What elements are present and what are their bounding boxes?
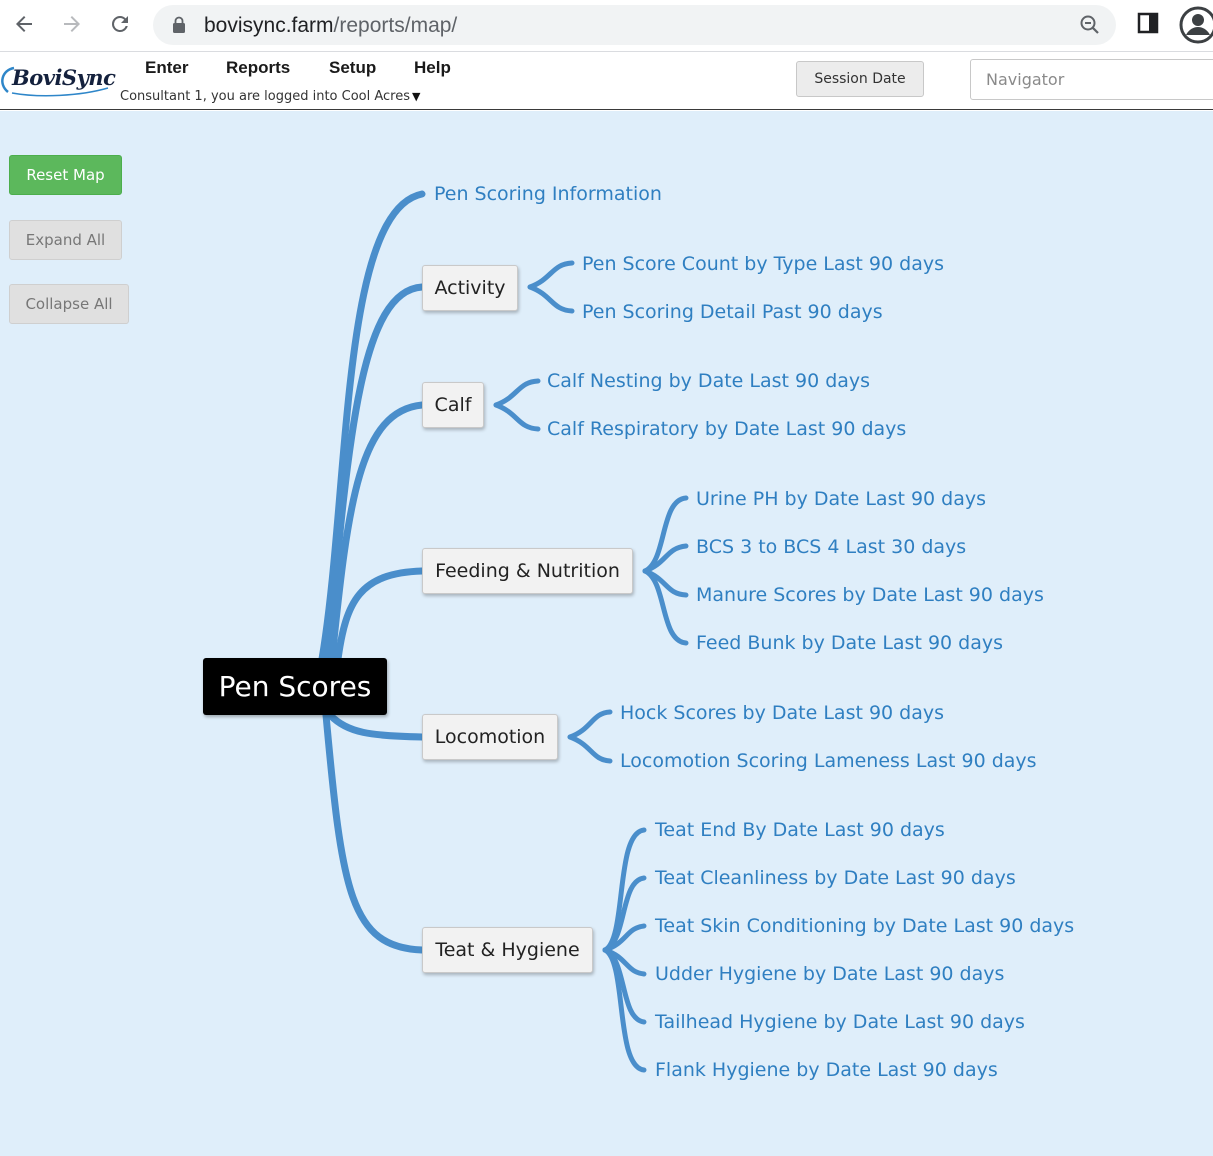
link-locomotion-scoring-lameness[interactable]: Locomotion Scoring Lameness Last 90 days bbox=[620, 750, 1037, 772]
lock-icon bbox=[173, 16, 185, 33]
reset-map-button[interactable]: Reset Map bbox=[9, 155, 122, 195]
url-host: bovisync.farm bbox=[204, 14, 334, 37]
link-calf-respiratory[interactable]: Calf Respiratory by Date Last 90 days bbox=[547, 418, 907, 440]
url-text: bovisync.farm/reports/map/ bbox=[204, 14, 457, 38]
expand-all-button[interactable]: Expand All bbox=[9, 220, 122, 260]
branch-activity bbox=[324, 283, 426, 663]
session-date-button[interactable]: Session Date bbox=[796, 61, 924, 97]
logo-swoosh-icon bbox=[1, 66, 109, 97]
browser-toolbar: bovisync.farm/reports/map/ bbox=[0, 0, 1213, 52]
menu-reports[interactable]: Reports bbox=[226, 58, 291, 77]
farm-name: Cool Acres bbox=[341, 89, 411, 104]
caret-down-icon: ▼ bbox=[412, 90, 421, 103]
branch-calf bbox=[328, 401, 426, 663]
brace-feeding-2 bbox=[642, 543, 689, 574]
brace-feeding-4 bbox=[642, 568, 689, 646]
root-node-pen-scores[interactable]: Pen Scores bbox=[203, 658, 387, 715]
link-bcs-3-to-4[interactable]: BCS 3 to BCS 4 Last 30 days bbox=[696, 536, 967, 558]
branch-feeding-nutrition bbox=[334, 567, 426, 663]
brace-teat-6 bbox=[602, 947, 647, 1073]
category-teat-hygiene[interactable]: Teat & Hygiene bbox=[422, 927, 593, 973]
link-hock-scores[interactable]: Hock Scores by Date Last 90 days bbox=[620, 702, 945, 724]
navigator-input[interactable] bbox=[970, 59, 1213, 100]
link-teat-skin-conditioning[interactable]: Teat Skin Conditioning by Date Last 90 d… bbox=[655, 915, 1075, 937]
category-locomotion[interactable]: Locomotion bbox=[422, 714, 558, 760]
login-status: Consultant 1, you are logged into Cool A… bbox=[120, 89, 420, 104]
reload-icon bbox=[112, 15, 128, 32]
brace-teat-1 bbox=[602, 827, 647, 953]
menu-help[interactable]: Help bbox=[414, 58, 451, 77]
link-flank-hygiene[interactable]: Flank Hygiene by Date Last 90 days bbox=[655, 1059, 998, 1081]
mind-map-branches bbox=[318, 190, 689, 1073]
address-bar[interactable]: bovisync.farm/reports/map/ bbox=[153, 5, 1116, 45]
link-teat-end[interactable]: Teat End By Date Last 90 days bbox=[655, 819, 945, 841]
collapse-all-button[interactable]: Collapse All bbox=[9, 284, 129, 324]
brace-teat-3 bbox=[602, 923, 647, 953]
link-pen-score-count-by-type[interactable]: Pen Score Count by Type Last 90 days bbox=[582, 253, 944, 275]
menu-setup[interactable]: Setup bbox=[329, 58, 377, 77]
bovisync-logo[interactable]: BoviSync bbox=[0, 62, 116, 98]
arrow-right-icon bbox=[64, 16, 80, 32]
farm-selector[interactable]: Cool Acres▼ bbox=[342, 89, 421, 104]
brace-activity-2 bbox=[527, 284, 575, 314]
reload-button[interactable] bbox=[104, 8, 136, 40]
link-pen-scoring-information[interactable]: Pen Scoring Information bbox=[434, 183, 662, 205]
link-calf-nesting[interactable]: Calf Nesting by Date Last 90 days bbox=[547, 370, 871, 392]
forward-button[interactable] bbox=[56, 8, 88, 40]
category-calf[interactable]: Calf bbox=[422, 382, 484, 428]
link-manure-scores[interactable]: Manure Scores by Date Last 90 days bbox=[696, 584, 1044, 606]
link-feed-bunk[interactable]: Feed Bunk by Date Last 90 days bbox=[696, 632, 1004, 654]
arrow-left-icon bbox=[16, 16, 32, 32]
app-header: BoviSync Enter Reports Setup Help Consul… bbox=[0, 52, 1213, 110]
brace-locomotion-2 bbox=[567, 734, 613, 764]
branch-locomotion bbox=[326, 711, 426, 741]
login-prefix: Consultant 1, you are logged into bbox=[120, 89, 338, 104]
link-teat-cleanliness[interactable]: Teat Cleanliness by Date Last 90 days bbox=[655, 867, 1016, 889]
link-urine-ph[interactable]: Urine PH by Date Last 90 days bbox=[696, 488, 987, 510]
branch-teat-hygiene bbox=[322, 711, 426, 954]
category-feeding-nutrition[interactable]: Feeding & Nutrition bbox=[422, 548, 633, 594]
link-pen-scoring-detail[interactable]: Pen Scoring Detail Past 90 days bbox=[582, 301, 883, 323]
brace-calf-2 bbox=[493, 402, 541, 432]
profile-avatar-icon[interactable] bbox=[1178, 5, 1213, 45]
link-udder-hygiene[interactable]: Udder Hygiene by Date Last 90 days bbox=[655, 963, 1005, 985]
brace-activity-1 bbox=[527, 260, 575, 290]
mind-map-canvas[interactable]: Reset Map Expand All Collapse All Pen Sc… bbox=[0, 111, 1213, 1156]
zoom-out-icon[interactable] bbox=[1078, 13, 1102, 37]
back-button[interactable] bbox=[8, 8, 40, 40]
menu-enter[interactable]: Enter bbox=[145, 58, 189, 77]
url-path: /reports/map/ bbox=[333, 14, 458, 37]
category-activity[interactable]: Activity bbox=[422, 265, 518, 311]
link-tailhead-hygiene[interactable]: Tailhead Hygiene by Date Last 90 days bbox=[655, 1011, 1025, 1033]
logo-text: BoviSync bbox=[12, 65, 116, 90]
brace-locomotion-1 bbox=[567, 709, 613, 740]
side-panel-icon[interactable] bbox=[1135, 10, 1161, 36]
brace-calf-1 bbox=[493, 378, 541, 408]
